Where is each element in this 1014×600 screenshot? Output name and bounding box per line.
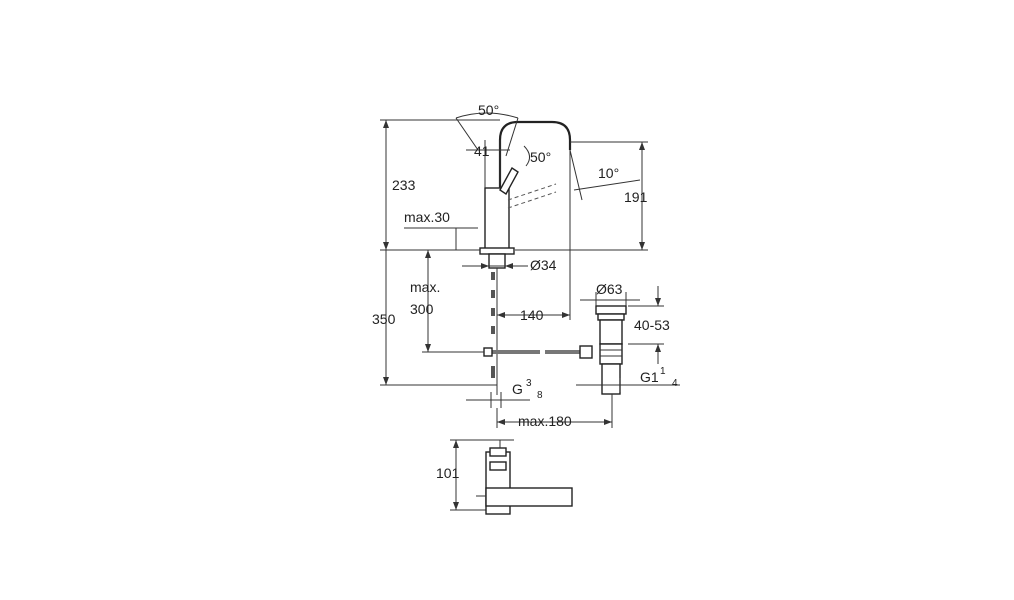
label-d34: Ø34	[530, 257, 557, 273]
label-thread-g114: G1	[640, 369, 659, 385]
label-dim-350: 350	[372, 311, 396, 327]
supply-hose	[491, 268, 498, 395]
dimension-labels: 50° 41 50° 10° 233 191 max.30 Ø34 max. 3…	[372, 102, 678, 481]
label-dim-101: 101	[436, 465, 460, 481]
label-angle-tilt: 10°	[598, 165, 619, 181]
label-thread-g114-num: 1	[660, 366, 666, 377]
label-d63: Ø63	[596, 281, 623, 297]
label-max300-a: max.	[410, 279, 440, 295]
label-dim-140: 140	[520, 307, 544, 323]
label-dim-41: 41	[474, 143, 490, 159]
label-angle-top: 50°	[478, 102, 499, 118]
label-max180: max.180	[518, 413, 572, 429]
label-thread-g114-den: 4	[672, 378, 678, 389]
drain-waste-fitting	[595, 305, 627, 395]
label-dim-40-53: 40-53	[634, 317, 670, 333]
faucet-side-view	[479, 120, 593, 395]
label-max300-b: 300	[410, 301, 434, 317]
label-thread-g38: G	[512, 381, 523, 397]
label-dim-191: 191	[624, 189, 648, 205]
label-dim-233: 233	[392, 177, 416, 193]
faucet-top-view	[450, 439, 573, 515]
label-angle-spout: 50°	[530, 149, 551, 165]
label-thread-g38-den: 8	[537, 390, 543, 401]
dimension-lines	[380, 112, 680, 428]
label-thread-g38-num: 3	[526, 378, 532, 389]
label-max30: max.30	[404, 209, 450, 225]
